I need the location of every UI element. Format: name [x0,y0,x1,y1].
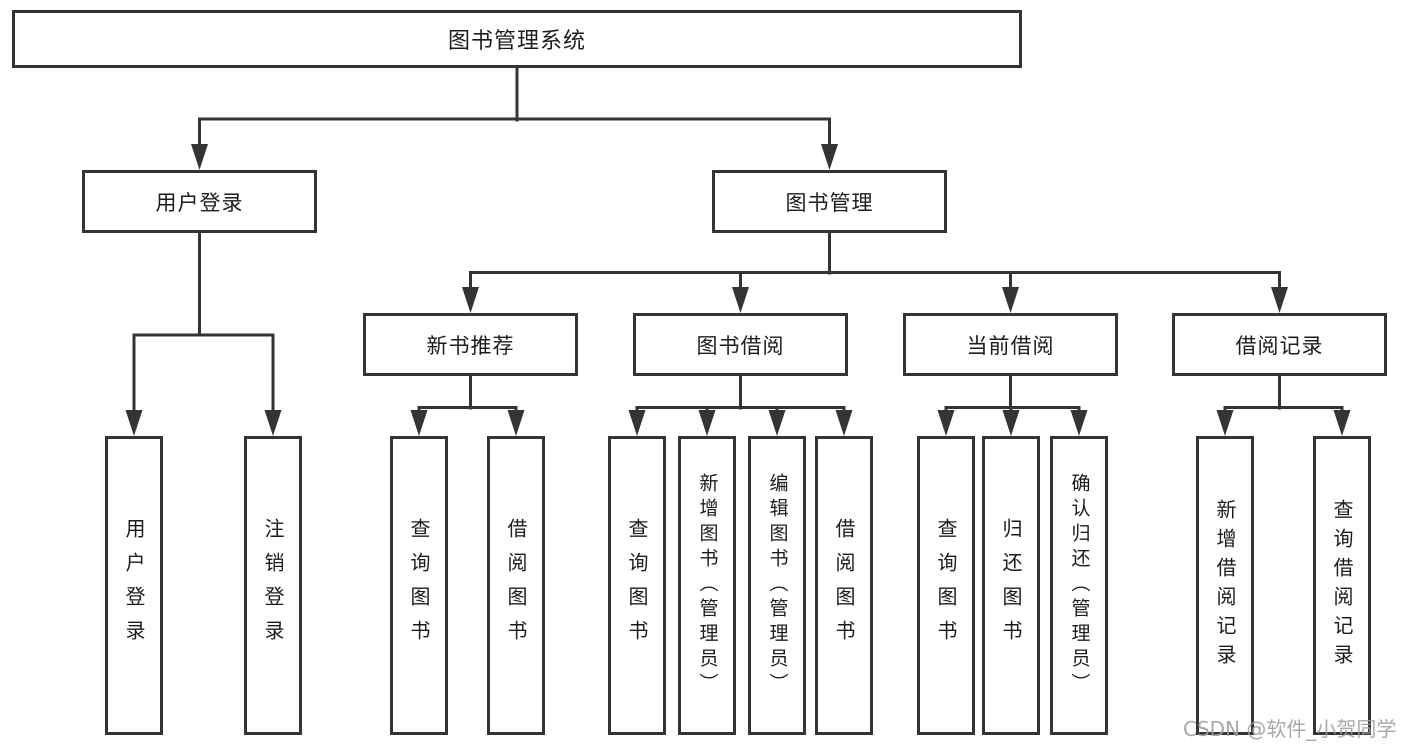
node-root-system: 图书管理系统 [12,10,1022,68]
leaf-add-book-admin-label: 新增图书（管理员） [696,473,719,698]
leaf-query-borrow-record: 查询借阅记录 [1313,436,1371,735]
node-current-borrow: 当前借阅 [903,313,1118,376]
leaf-query-books-3: 查询图书 [917,436,975,735]
node-new-book-recommend: 新书推荐 [363,313,578,376]
leaf-confirm-return-admin-label: 确认归还（管理员） [1068,473,1091,698]
node-user-login-branch: 用户登录 [82,170,317,233]
leaf-edit-book-admin-label: 编辑图书（管理员） [766,473,789,698]
node-new-book-recommend-label: 新书推荐 [426,333,515,358]
leaf-borrow-books-1: 借阅图书 [487,436,545,735]
node-book-management-branch-label: 图书管理 [785,190,874,215]
leaf-add-book-admin: 新增图书（管理员） [678,436,736,735]
node-book-borrow-label: 图书借阅 [696,333,785,358]
leaf-query-books-2: 查询图书 [608,436,666,735]
leaf-add-borrow-record-label: 新增借阅记录 [1213,498,1237,673]
leaf-query-borrow-record-label: 查询借阅记录 [1330,498,1354,673]
leaf-add-borrow-record: 新增借阅记录 [1196,436,1254,735]
node-root-label: 图书管理系统 [447,29,586,54]
leaf-borrow-books-2: 借阅图书 [815,436,873,735]
node-user-login-branch-label: 用户登录 [155,190,244,215]
csdn-watermark: CSDN @软件_小贺同学 [1183,717,1397,741]
leaf-confirm-return-admin: 确认归还（管理员） [1050,436,1108,735]
node-borrow-records: 借阅记录 [1172,313,1387,376]
leaf-logout-label: 注销登录 [261,517,285,654]
leaf-query-books-3-label: 查询图书 [934,517,958,654]
leaf-user-login-label: 用户登录 [122,517,146,654]
node-book-borrow: 图书借阅 [633,313,848,376]
leaf-edit-book-admin: 编辑图书（管理员） [748,436,806,735]
node-book-management-branch: 图书管理 [712,170,947,233]
leaf-borrow-books-2-label: 借阅图书 [832,517,856,654]
leaf-logout: 注销登录 [244,436,302,735]
node-borrow-records-label: 借阅记录 [1235,333,1324,358]
arrowheads [125,144,1351,436]
leaf-query-books-1-label: 查询图书 [407,517,431,654]
leaf-borrow-books-1-label: 借阅图书 [504,517,528,654]
leaf-query-books-1: 查询图书 [390,436,448,735]
node-current-borrow-label: 当前借阅 [966,333,1055,358]
leaf-user-login: 用户登录 [105,436,163,735]
leaf-return-book: 归还图书 [982,436,1040,735]
leaf-return-book-label: 归还图书 [999,517,1023,654]
leaf-query-books-2-label: 查询图书 [625,517,649,654]
